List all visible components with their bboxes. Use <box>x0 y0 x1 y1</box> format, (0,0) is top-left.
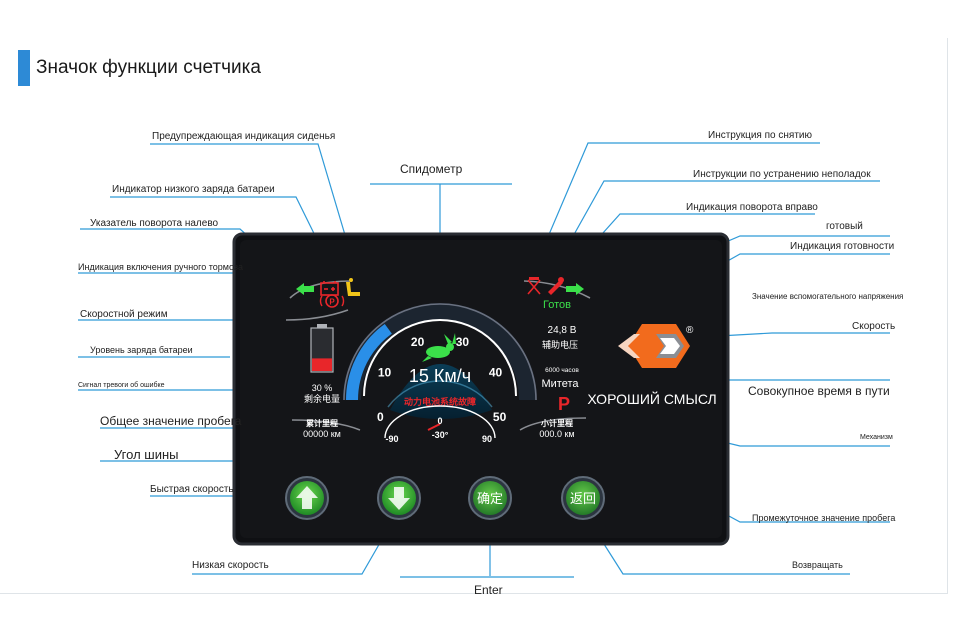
label-mechanism: Механизм <box>860 434 893 441</box>
enter-button[interactable]: 确定 <box>468 476 512 520</box>
bottom-divider <box>0 593 948 594</box>
label-speedometer: Спидометр <box>400 162 463 176</box>
speed-tick-label: 10 <box>378 365 392 379</box>
battery-percent: 30 % <box>312 383 333 393</box>
speed-gauge <box>343 303 537 419</box>
tire-angle-gauge: -90 0 90 -30° <box>384 405 496 444</box>
speed-tick-labels: 0 10 20 30 40 50 <box>377 335 507 424</box>
gear-indicator: P <box>558 394 570 414</box>
tire-tick-max: 90 <box>482 434 492 444</box>
speed-tick-label: 30 <box>456 335 470 349</box>
label-battery-level: Уровень заряда батареи <box>90 345 193 355</box>
label-low-battery: Индикатор низкого заряда батареи <box>112 183 275 195</box>
label-low-speed: Низкая скорость <box>192 560 269 571</box>
header-accent-bar <box>18 50 30 86</box>
handbrake-icon: P <box>319 294 345 308</box>
left-turn-icon <box>296 283 314 295</box>
ready-text: Готов <box>543 299 571 311</box>
brand-logo-icon: ® <box>618 324 694 368</box>
speed-tick-label: 0 <box>377 410 384 424</box>
tire-tick-zero: 0 <box>437 416 442 426</box>
total-hours-value: 6000 часов <box>545 367 579 374</box>
annotation-labels: Предупреждающая индикация сиденья Индика… <box>78 130 903 597</box>
dashboard-screen <box>240 240 722 538</box>
tire-tick-min: -90 <box>385 434 398 444</box>
label-handbrake: Индикация включения ручного тормоза <box>78 262 243 272</box>
label-ready-indication: Индикация готовности <box>790 241 894 252</box>
seat-warning-icon <box>346 278 360 296</box>
label-speed: Скорость <box>852 321 895 332</box>
arrow-down-icon <box>388 487 410 510</box>
label-removal: Инструкция по снятию <box>708 130 812 141</box>
speed-tick-label: 40 <box>489 365 503 379</box>
label-enter: Enter <box>474 583 503 597</box>
aux-voltage-value: 24,8 В <box>548 325 577 336</box>
label-fast-speed: Быстрая скорость <box>150 484 234 495</box>
speed-readout: 15 Км/ч <box>409 366 471 386</box>
fault-text: 动力电池系统故障 <box>404 396 476 407</box>
removal-icon <box>527 277 541 295</box>
label-seat-warning: Предупреждающая индикация сиденья <box>152 131 335 142</box>
brand-name: ХОРОШИЙ СМЫСЛ <box>587 390 716 407</box>
mileage-caption: Митета <box>541 378 579 390</box>
wrench-icon <box>548 277 564 295</box>
trip-mileage-value: 000.0 км <box>539 429 574 439</box>
page-title: Значок функции счетчика <box>36 57 261 78</box>
label-troubleshoot: Инструкции по устранению неполадок <box>693 169 871 180</box>
total-mileage-caption: 累计里程 <box>306 418 338 428</box>
brand-registered-mark: ® <box>686 325 694 336</box>
label-right-turn: Индикация поворота вправо <box>686 202 818 213</box>
tire-angle-value: -30° <box>432 430 449 440</box>
label-tire-angle: Угол шины <box>114 447 179 462</box>
svg-text:P: P <box>329 298 335 307</box>
battery-gauge <box>310 324 334 373</box>
fast-speed-button[interactable] <box>285 476 329 520</box>
label-aux-voltage: Значение вспомогательного напряжения <box>752 292 903 301</box>
label-trip-mileage: Промежуточное значение пробега <box>752 513 895 523</box>
right-divider <box>947 38 948 594</box>
low-speed-button[interactable] <box>377 476 421 520</box>
label-total-mileage: Общее значение пробега <box>100 414 242 428</box>
rabbit-speed-mode-icon <box>422 333 456 362</box>
arrow-up-icon <box>296 486 318 509</box>
label-ready-word: готовый <box>826 221 863 232</box>
label-speed-mode: Скоростной режим <box>80 309 168 320</box>
panel-dividers <box>285 280 591 431</box>
label-back: Возвращать <box>792 560 843 570</box>
speed-tick-label: 20 <box>411 335 425 349</box>
back-button[interactable]: 返回 <box>561 476 605 520</box>
total-mileage-value: 00000 км <box>303 429 341 439</box>
label-left-turn: Указатель поворота налево <box>90 218 219 229</box>
speed-tick-label: 50 <box>493 410 507 424</box>
label-error-alarm: Сигнал тревоги об ошибке <box>78 381 165 389</box>
label-total-time: Совокупное время в пути <box>748 384 890 398</box>
trip-mileage-caption: 小计里程 <box>540 418 573 428</box>
aux-voltage-caption: 辅助电压 <box>542 339 578 350</box>
back-button-label: 返回 <box>570 491 596 506</box>
right-turn-icon <box>566 283 584 295</box>
battery-caption: 剩余电量 <box>304 393 340 404</box>
enter-button-label: 确定 <box>477 491 503 506</box>
